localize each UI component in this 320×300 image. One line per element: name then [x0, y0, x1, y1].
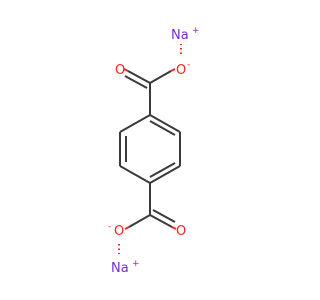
oxygen-bottom-charge: - [108, 222, 111, 232]
ring-inner-bond-top-right [149, 120, 176, 136]
molecule-structure: Na + O O - O - O Na + [108, 26, 200, 276]
top-carbonyl-bond-inner [124, 75, 148, 89]
top-carbon-to-oxygen-bond [149, 70, 172, 84]
ring-bond-top-right [149, 114, 181, 133]
na-bottom-charge: + [132, 259, 140, 269]
ring-inner-bond-bottom [149, 162, 176, 178]
bottom-carbonyl-bond-outer [149, 214, 173, 228]
molecule-canvas: Na + O O - O - O Na + [108, 26, 200, 276]
oxygen-top-double-label: O [115, 63, 125, 78]
oxygen-bottom-double-label: O [176, 224, 186, 239]
na-top-charge: + [192, 26, 200, 36]
bottom-carbonyl-oxygen-bond-red [171, 226, 177, 230]
bottom-carbon-to-oxygen-bond [128, 214, 151, 228]
bottom-carbonyl-bond-inner [152, 209, 176, 223]
top-carbonyl-bond-outer [127, 70, 151, 84]
ring-bond-top-left [119, 114, 151, 133]
oxygen-top-charge: - [187, 60, 190, 70]
na-top-label: Na [171, 28, 189, 43]
ring-bond-bottom-right [149, 165, 181, 184]
top-carboxylate-oxygen-bond-red [170, 68, 176, 72]
ring-bond-bottom-left [119, 165, 151, 184]
top-carbonyl-oxygen-bond-red [123, 68, 129, 72]
bottom-carboxylate-oxygen-bond-red [124, 226, 130, 230]
oxygen-bottom-single-label: O [114, 224, 124, 239]
oxygen-top-single-label: O [176, 63, 186, 78]
na-bottom-label: Na [111, 261, 129, 276]
